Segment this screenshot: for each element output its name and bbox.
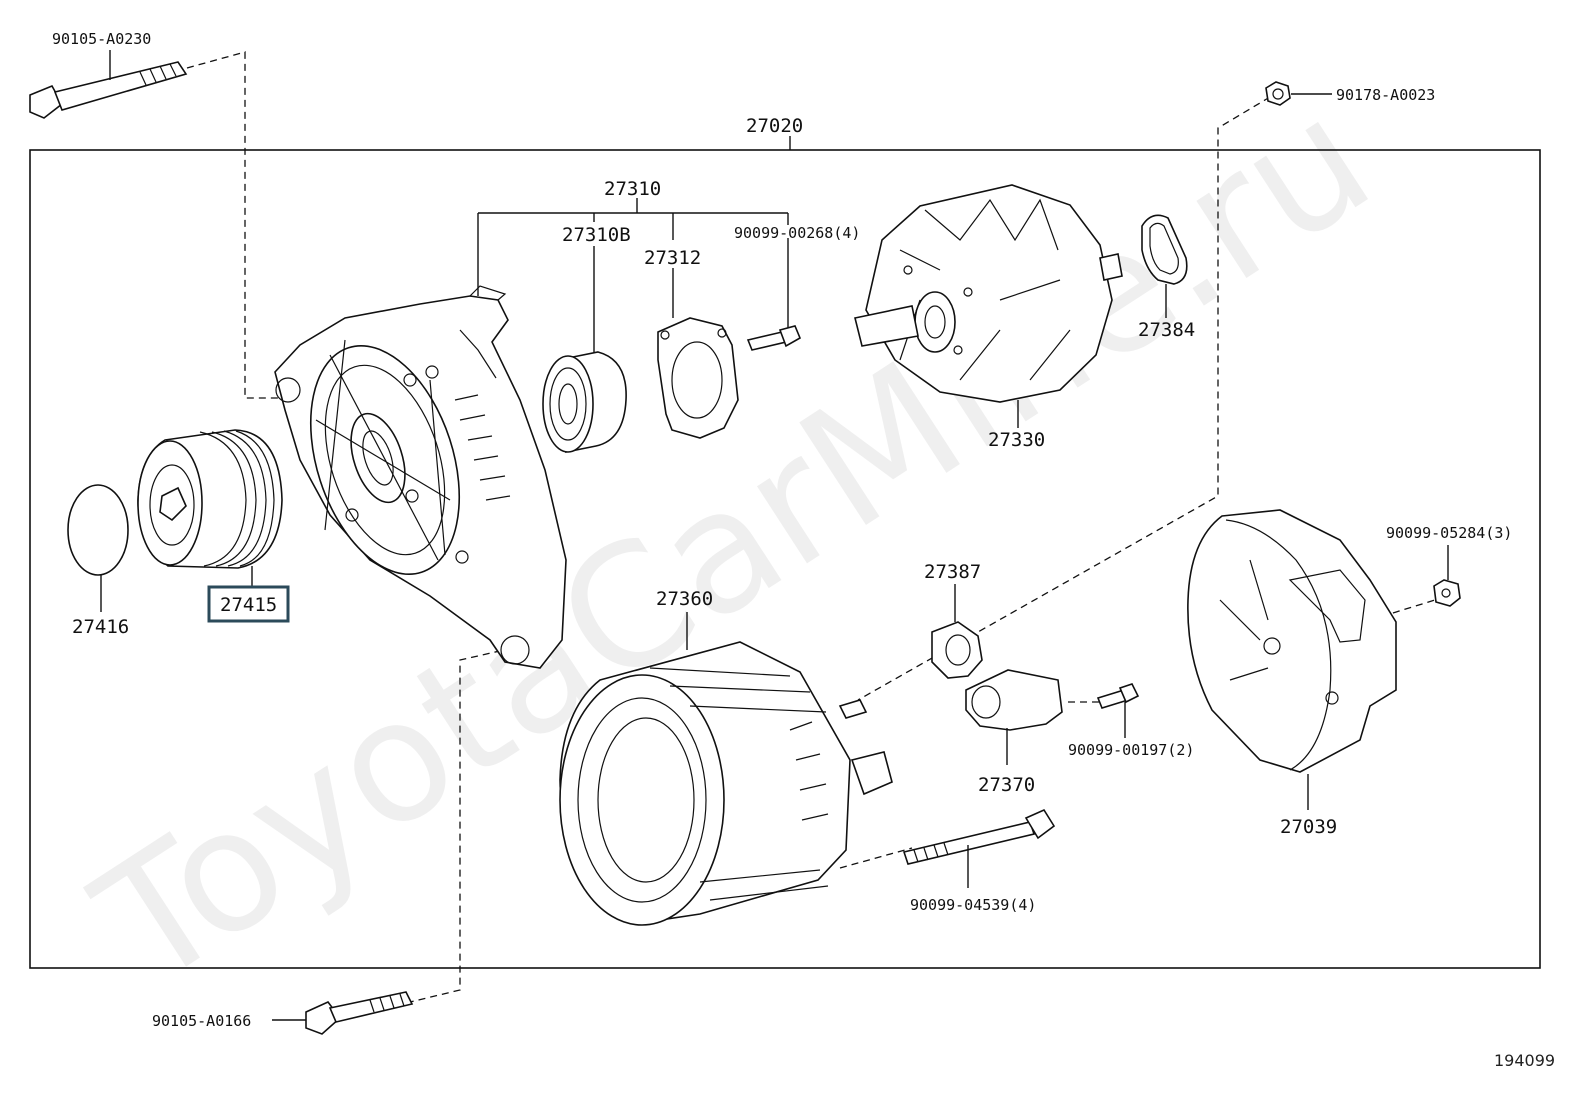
highlight-box xyxy=(207,585,290,623)
rotor-icon[interactable] xyxy=(854,184,1123,403)
screw-terminal-icon[interactable] xyxy=(1096,683,1140,709)
label-bolt-through: 90099-04539(4) xyxy=(910,896,1036,914)
label-bolt-top: 90105-A0230 xyxy=(52,30,151,48)
nut-cover-icon[interactable] xyxy=(1433,579,1461,607)
label-cap: 27416 xyxy=(72,616,129,638)
label-frame-drive: 27310 xyxy=(604,178,661,200)
bolt-top-icon[interactable] xyxy=(29,61,188,119)
retainer-plate-icon[interactable] xyxy=(657,317,739,439)
label-screw-retainer: 90099-00268(4) xyxy=(734,224,860,242)
label-assembly: 27020 xyxy=(746,115,803,137)
label-bearing: 27310B xyxy=(562,224,631,246)
label-insulator: 27387 xyxy=(924,561,981,583)
assembly-frame xyxy=(29,149,1541,969)
label-nut-top: 90178-A0023 xyxy=(1336,86,1435,104)
label-rear-cover: 27039 xyxy=(1280,816,1337,838)
label-terminal: 27370 xyxy=(978,774,1035,796)
ring-icon[interactable] xyxy=(1141,214,1188,285)
label-nut-cover: 90099-05284(3) xyxy=(1386,524,1512,542)
label-pulley[interactable]: 27415 xyxy=(220,594,277,616)
drive-end-frame-icon[interactable] xyxy=(274,285,567,669)
label-retainer: 27312 xyxy=(644,247,701,269)
insulator-icon[interactable] xyxy=(931,621,983,679)
bolt-bottom-icon[interactable] xyxy=(305,991,414,1035)
label-screw-terminal: 90099-00197(2) xyxy=(1068,741,1194,759)
bearing-icon[interactable] xyxy=(542,351,627,453)
screw-retainer-icon[interactable] xyxy=(746,325,802,351)
diagram-code: 194099 xyxy=(1494,1051,1555,1070)
label-bolt-bottom: 90105-A0166 xyxy=(152,1012,251,1030)
label-rotor: 27330 xyxy=(988,429,1045,451)
cap-icon[interactable] xyxy=(67,484,129,576)
stator-icon[interactable] xyxy=(559,641,893,926)
label-ring: 27384 xyxy=(1138,319,1195,341)
through-bolt-icon[interactable] xyxy=(902,808,1056,865)
terminal-icon[interactable] xyxy=(965,669,1063,731)
rear-end-cover-icon[interactable] xyxy=(1187,509,1397,773)
label-stator: 27360 xyxy=(656,588,713,610)
nut-top-icon[interactable] xyxy=(1265,81,1291,106)
pulley-icon[interactable] xyxy=(137,429,283,569)
